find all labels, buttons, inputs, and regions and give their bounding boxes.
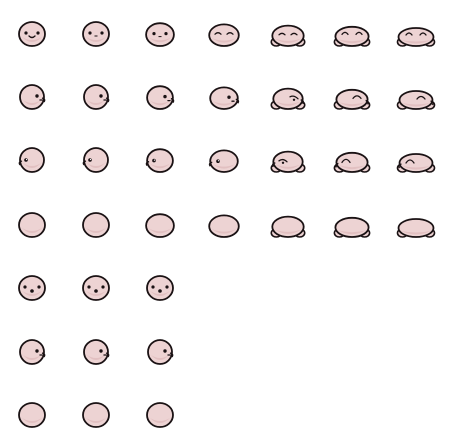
sprite-front-idle-frame-2 [82, 275, 110, 301]
sprite-front-walk-frame-7 [396, 27, 436, 47]
sprite-back-frame-6 [333, 216, 371, 238]
sprite-back-idle-frame-1 [18, 402, 46, 428]
sprite-back-frame-1 [18, 212, 46, 238]
sprite-three-quarter-frame-3 [145, 148, 174, 173]
sprite-side-idle-frame-1 [19, 339, 46, 365]
sprite-back-frame-4 [208, 214, 240, 238]
sprite-side-right-frame-6 [333, 88, 371, 110]
sprite-three-quarter-frame-2 [82, 147, 109, 173]
sprite-side-right-frame-3 [146, 85, 175, 110]
sprite-front-walk-frame-1 [18, 21, 46, 47]
sprite-three-quarter-frame-7 [396, 153, 436, 173]
sprite-side-idle-frame-3 [147, 339, 174, 365]
sprite-side-right-frame-2 [83, 84, 110, 110]
sprite-front-idle-frame-3 [146, 275, 174, 301]
sprite-side-right-frame-7 [396, 90, 436, 110]
sprite-side-right-frame-1 [19, 84, 46, 110]
sprite-back-frame-3 [145, 213, 175, 238]
sprite-back-frame-5 [270, 215, 306, 238]
sprite-front-walk-frame-2 [82, 21, 110, 47]
sprite-front-walk-frame-3 [145, 22, 175, 47]
sprite-back-idle-frame-2 [82, 402, 110, 428]
sprite-front-walk-frame-4 [208, 23, 240, 47]
sprite-side-idle-frame-2 [83, 339, 110, 365]
sprite-three-quarter-frame-5 [270, 150, 306, 173]
sprite-front-walk-frame-5 [270, 24, 306, 47]
sprite-side-right-frame-5 [270, 87, 306, 110]
sprite-back-frame-7 [396, 218, 436, 238]
sprite-three-quarter-frame-6 [333, 151, 371, 173]
sprite-side-right-frame-4 [209, 86, 240, 110]
sprite-front-idle-frame-1 [18, 275, 46, 301]
sprite-back-frame-2 [82, 212, 110, 238]
sprite-back-idle-frame-3 [146, 402, 174, 428]
sprite-front-walk-frame-6 [333, 25, 371, 47]
sprite-three-quarter-frame-4 [208, 149, 239, 173]
sprite-three-quarter-frame-1 [18, 147, 45, 173]
